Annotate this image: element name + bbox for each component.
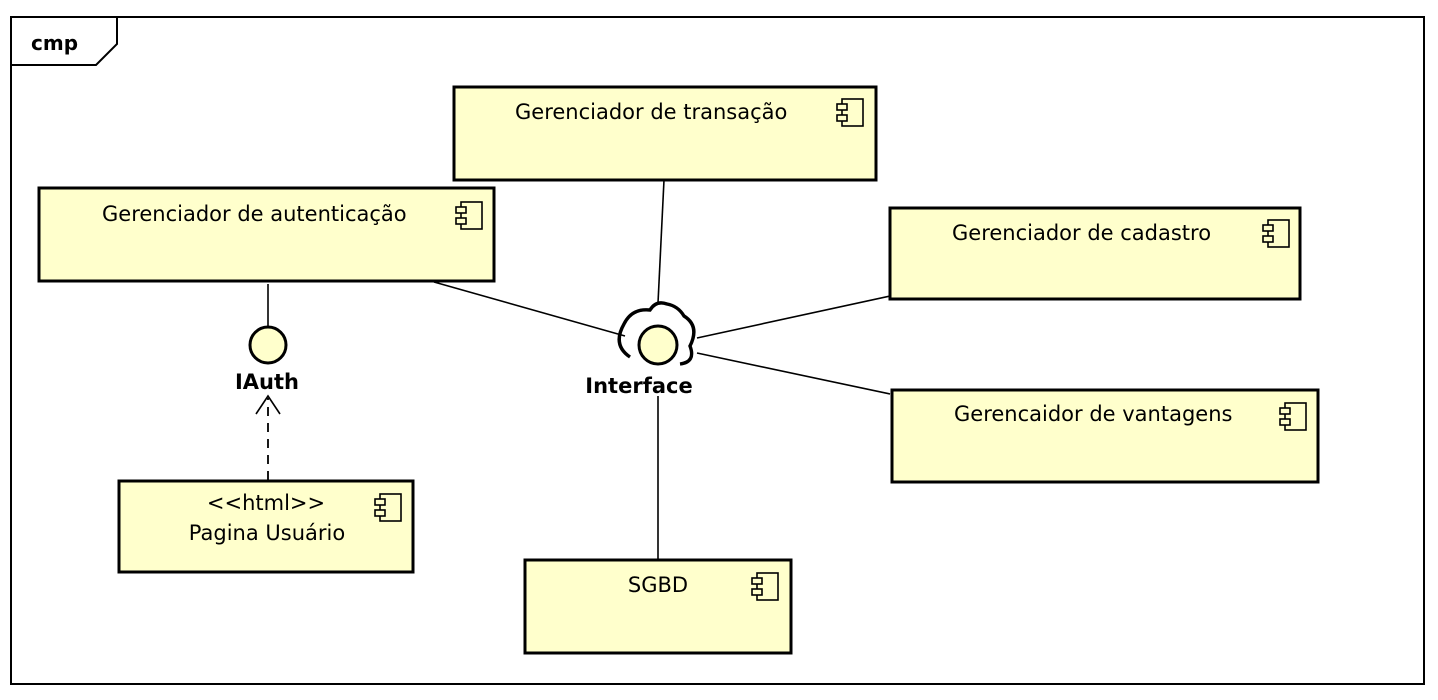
interface-label: Interface	[585, 374, 692, 398]
link-vantagens-interface	[696, 352, 891, 395]
component-stereotype: <<html>>	[207, 491, 325, 515]
component-vantagens[interactable]: Gerencaidor de vantagens	[890, 388, 1320, 484]
component-icon	[1262, 219, 1290, 248]
link-transacao-interface	[657, 179, 665, 304]
component-icon	[455, 201, 483, 230]
component-icon	[751, 572, 779, 601]
component-label: Gerencaidor de vantagens	[954, 402, 1232, 426]
component-label: SGBD	[628, 573, 688, 597]
socket-icon	[617, 301, 696, 366]
interface-circle-icon	[248, 325, 288, 365]
component-label: Pagina Usuário	[189, 521, 345, 545]
component-cadastro[interactable]: Gerenciador de cadastro	[888, 206, 1302, 301]
component-pagina-usuario[interactable]: <<html>> Pagina Usuário	[117, 479, 415, 574]
link-autenticacao-interface	[433, 281, 626, 337]
dependency-arrowhead-icon	[255, 394, 281, 415]
component-autenticacao[interactable]: Gerenciador de autenticação	[37, 186, 496, 283]
component-icon	[374, 493, 402, 522]
interface-interface[interactable]: Interface	[585, 301, 696, 398]
component-transacao[interactable]: Gerenciador de transação	[452, 85, 878, 182]
link-cadastro-interface	[696, 295, 891, 339]
frame-tab	[11, 17, 118, 66]
component-sgbd[interactable]: SGBD	[523, 558, 793, 655]
component-icon	[836, 98, 864, 127]
component-label: Gerenciador de cadastro	[952, 221, 1211, 245]
component-label: Gerenciador de transação	[515, 100, 787, 124]
component-icon	[1279, 402, 1307, 431]
component-label: Gerenciador de autenticação	[102, 202, 407, 226]
interface-label: IAuth	[235, 370, 299, 394]
interface-iauth[interactable]: IAuth	[235, 325, 299, 394]
frame-label: cmp	[31, 31, 78, 55]
interface-circle-icon	[637, 324, 679, 366]
